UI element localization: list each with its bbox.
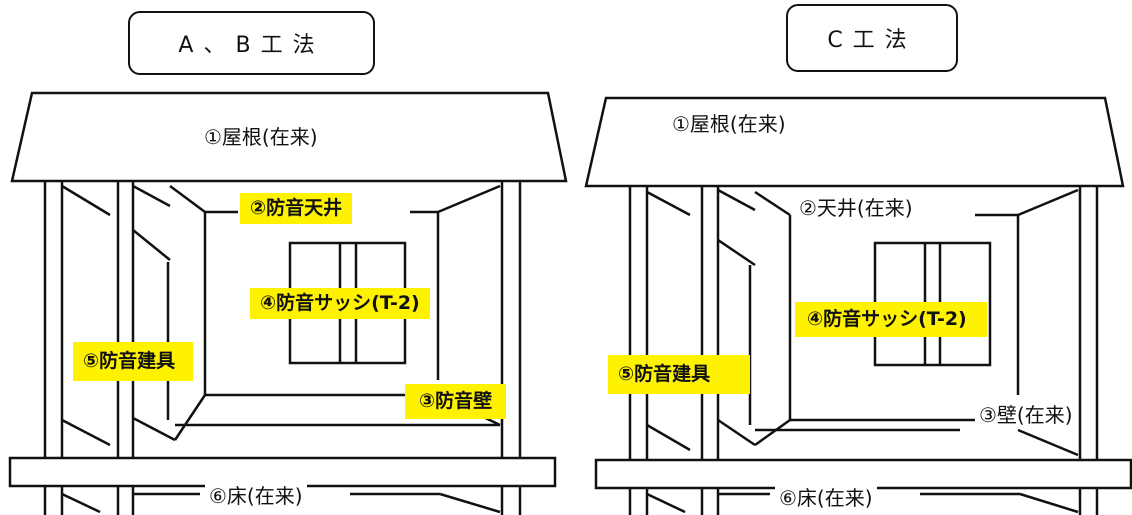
left-roof-label: ①屋根(在来) — [204, 125, 318, 149]
right-wall-label: ③壁(在来) — [975, 403, 1077, 427]
left-wall-label: ③防音壁 — [405, 384, 507, 419]
right-roof — [584, 96, 1125, 188]
left-title: A、B工法 — [178, 33, 325, 58]
left-roof — [10, 91, 568, 183]
left-floor-band — [8, 456, 557, 488]
right-roof-label: ①屋根(在来) — [672, 112, 786, 136]
left-fittings-label: ⑤防音建具 — [73, 342, 194, 381]
right-fittings-label: ⑤防音建具 — [608, 355, 751, 394]
left-ceiling-label: ②防音天井 — [240, 193, 353, 224]
right-ceiling-label: ②天井(在来) — [795, 196, 917, 220]
right-title: C工法 — [827, 28, 917, 53]
right-floor-label: ⑥床(在来) — [775, 486, 877, 510]
right-floor-band — [594, 458, 1132, 490]
left-floor-label: ⑥床(在来) — [205, 484, 307, 508]
left-sash-label: ④防音サッシ(T-2) — [250, 288, 430, 319]
right-house-drawing — [584, 96, 1132, 515]
left-title-box: A、B工法 — [128, 11, 375, 75]
right-sash-label: ④防音サッシ(T-2) — [795, 302, 987, 337]
right-title-box: C工法 — [786, 4, 958, 72]
